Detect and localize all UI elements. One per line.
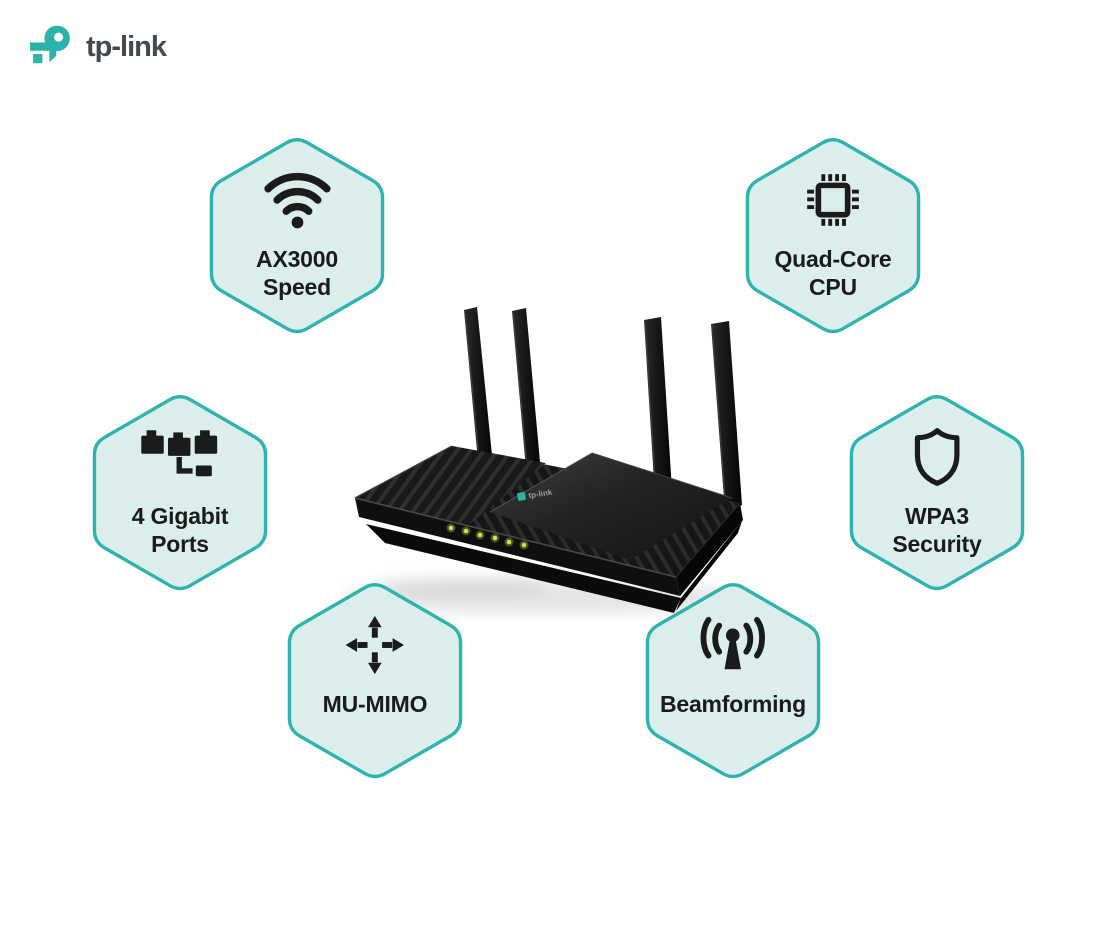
tp-link-logo-icon (29, 25, 70, 64)
feature-hexagon-speed: AX3000 Speed (209, 134, 385, 338)
router-top-plate: tp-link (489, 452, 733, 560)
brand-wordmark: tp-link (86, 30, 167, 63)
router-status-leds (446, 523, 529, 550)
hexagon-shape (209, 138, 385, 334)
beamforming-icon (700, 616, 766, 670)
feature-label-speed: AX3000 Speed (256, 246, 338, 300)
plate-brand-badge: tp-link (517, 488, 554, 501)
ethernet-ports-icon (141, 430, 218, 477)
hexagon-shape (745, 138, 921, 334)
hexagon-shape (645, 583, 821, 779)
shield-icon (914, 428, 960, 486)
feature-label-ports: 4 Gigabit Ports (131, 503, 229, 557)
feature-hexagon-ports: 4 Gigabit Ports (92, 391, 268, 595)
svg-text:tp-link: tp-link (528, 488, 554, 501)
hexagon-shape (849, 395, 1025, 591)
feature-label-mumimo: MU-MIMO (322, 691, 428, 717)
hexagon-shape (92, 395, 268, 591)
brand-logo: tp-link (29, 24, 167, 72)
move-arrows-icon (345, 615, 405, 675)
feature-label-security: WPA3 Security (892, 503, 982, 557)
feature-label-cpu: Quad-Core CPU (774, 246, 892, 300)
router-antennas (464, 307, 742, 512)
feature-label-beamforming: Beamforming (659, 691, 807, 717)
feature-hexagon-mumimo: MU-MIMO (287, 579, 463, 783)
wifi-icon (263, 172, 331, 229)
hexagon-shape (287, 583, 463, 779)
feature-hexagon-cpu: Quad-Core CPU (745, 134, 921, 338)
cpu-icon (807, 174, 859, 226)
feature-hexagon-security: WPA3 Security (849, 391, 1025, 595)
feature-hexagon-beamforming: Beamforming (645, 579, 821, 783)
router-product-image: tp-link (340, 307, 750, 614)
